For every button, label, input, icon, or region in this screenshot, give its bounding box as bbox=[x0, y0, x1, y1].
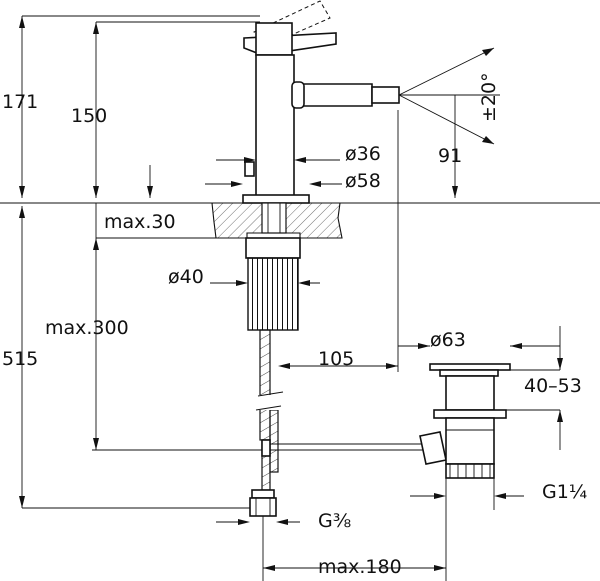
spout-collar bbox=[291, 81, 305, 109]
dim-base-diameter: ø58 bbox=[345, 170, 381, 192]
hose-nut bbox=[251, 489, 275, 499]
dimension-labels: 171 150 ø36 ø58 91 ±20° max.30 ø40 max.3… bbox=[2, 72, 587, 578]
waste-body-upper bbox=[445, 375, 495, 411]
dim-waste-diameter: ø63 bbox=[430, 329, 466, 351]
dim-105: 105 bbox=[318, 348, 354, 370]
dim-g1-quarter: G1¼ bbox=[542, 481, 587, 503]
faucet bbox=[242, 0, 400, 517]
dim-body-diameter: ø36 bbox=[345, 143, 381, 165]
dim-max180: max.180 bbox=[318, 556, 402, 578]
waste-thread bbox=[445, 463, 495, 479]
inlet-nut bbox=[249, 497, 277, 517]
dim-91: 91 bbox=[438, 145, 462, 167]
countertop-section bbox=[0, 202, 600, 239]
dim-max30: max.30 bbox=[104, 211, 176, 233]
dim-40-53: 40–53 bbox=[524, 375, 582, 397]
dim-515: 515 bbox=[2, 348, 38, 370]
popup-rod bbox=[244, 161, 255, 177]
faucet-body bbox=[255, 54, 295, 198]
waste-flange bbox=[433, 409, 507, 419]
dimension-lines bbox=[19, 15, 563, 581]
mounting-nut bbox=[245, 237, 301, 259]
dim-150: 150 bbox=[71, 105, 107, 127]
dim-max300: max.300 bbox=[45, 317, 129, 339]
handle-cap bbox=[255, 22, 293, 56]
dim-171: 171 bbox=[2, 91, 38, 113]
faucet-base bbox=[242, 194, 310, 204]
spout bbox=[293, 83, 373, 107]
hose-right bbox=[269, 409, 279, 473]
dim-g-three-eighths: G⅜ bbox=[318, 510, 351, 532]
waste-plug bbox=[429, 363, 511, 371]
aerator bbox=[371, 86, 400, 104]
shank-ribbed bbox=[247, 257, 299, 331]
waste-body bbox=[445, 417, 495, 465]
hose-left bbox=[259, 329, 271, 441]
shank-upper bbox=[261, 202, 287, 234]
waste-assembly bbox=[245, 363, 511, 479]
linkage-clip bbox=[419, 431, 447, 465]
dim-shank-diameter: ø40 bbox=[168, 266, 204, 288]
dim-angle: ±20° bbox=[478, 72, 500, 122]
